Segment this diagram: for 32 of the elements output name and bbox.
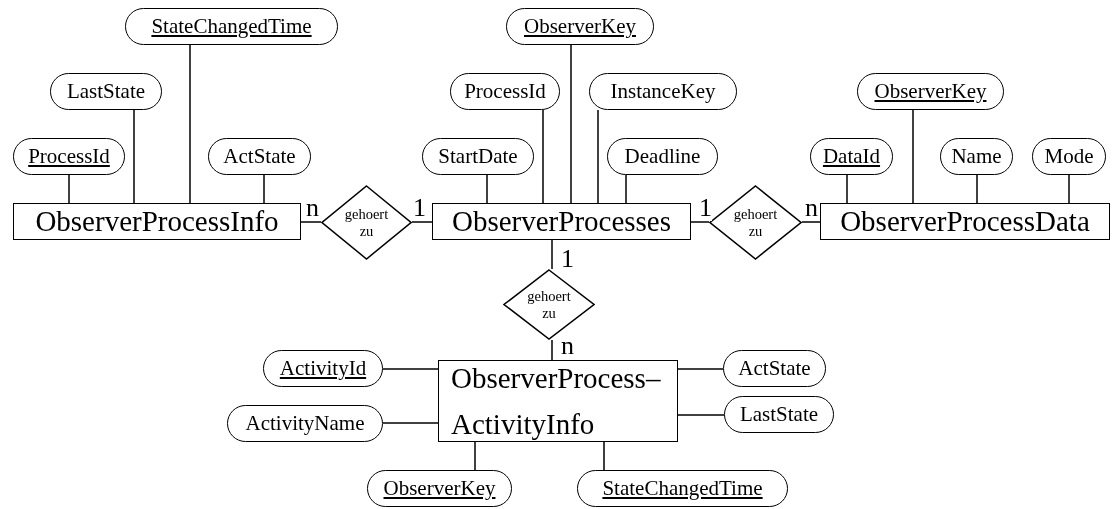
connector-line [382,422,439,424]
connector-line [846,174,848,204]
entity-box: ObserverProcess– ActivityInfo [438,360,678,442]
connector-line [474,441,476,471]
entity-box: ObserverProcesses [432,203,691,240]
connector-line [542,109,544,204]
connector-line [625,174,627,204]
connector-line [300,221,322,223]
connector-line [263,174,265,204]
connector-line [677,414,725,416]
entity-box: ObserverProcessData [820,203,1110,240]
connector-line [486,174,488,204]
connector-line [690,221,710,223]
relationship-diamond: gehoert zu [321,185,412,260]
connector-line [603,441,605,471]
connector-line [382,368,439,370]
entity-box: ObserverProcessInfo [13,203,301,240]
connector-line [551,239,553,270]
connector-line [597,109,599,204]
connector-line [912,109,914,204]
connector-line [570,44,572,204]
connector-line [411,221,433,223]
connector-line [133,109,135,204]
connector-line [677,368,724,370]
connector-line [976,174,978,204]
relationship-diamond: gehoert zu [503,269,595,340]
connector-line [189,44,191,204]
relationship-diamond: gehoert zu [709,185,802,260]
connector-line [68,174,70,204]
connector-line [551,339,553,361]
connector-line [801,221,821,223]
connector-line [1068,174,1070,204]
